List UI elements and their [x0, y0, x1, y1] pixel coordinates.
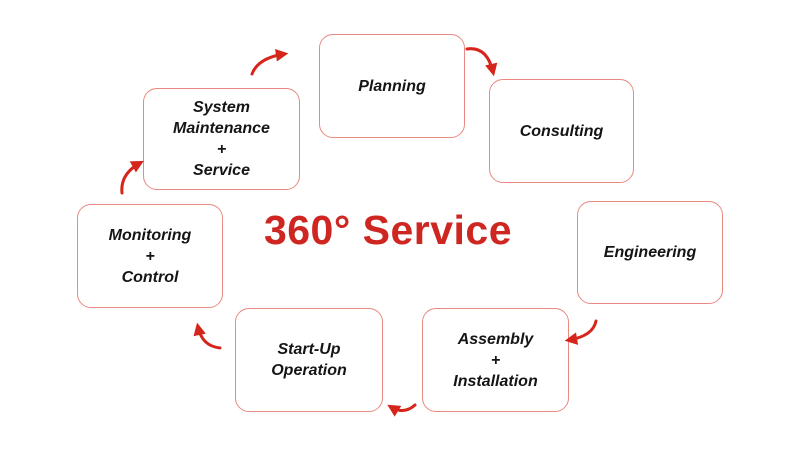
step-label: Operation: [271, 362, 347, 379]
diagram-title: 360° Service: [263, 207, 513, 253]
arrow-startup-to-monitoring-icon: [193, 322, 222, 350]
arrow-planning-to-consulting-icon: [465, 47, 498, 77]
step-label: Control: [121, 268, 179, 286]
arrow-assembly-to-startup-icon: [387, 403, 417, 417]
step-box-engineering: Engineering: [577, 201, 723, 304]
step-box-startup-operation: Start-Up Operation: [235, 308, 383, 412]
step-label: Service: [193, 162, 250, 179]
step-box-monitoring-control: Monitoring + Control: [77, 204, 223, 308]
step-label-plus: +: [145, 247, 155, 265]
step-label: Monitoring: [108, 226, 192, 244]
arrow-engineering-to-assembly-icon: [564, 319, 598, 345]
step-label: Start-Up: [277, 341, 341, 358]
step-label: Engineering: [603, 244, 697, 261]
step-label: Consulting: [519, 122, 604, 140]
step-box-planning: Planning: [319, 34, 465, 138]
step-box-system-maintenance-service: System Maintenance + Service: [143, 88, 300, 190]
step-box-assembly-installation: Assembly + Installation: [422, 308, 569, 412]
step-label-plus: +: [216, 141, 227, 158]
step-label: System Maintenance: [173, 99, 270, 137]
step-box-consulting: Consulting: [489, 79, 634, 183]
arrow-maintenance-to-planning-icon: [250, 49, 289, 76]
arrow-monitoring-to-maintenance-icon: [120, 160, 144, 195]
step-label: Planning: [358, 77, 426, 95]
step-label-plus: +: [490, 351, 501, 369]
step-label: Assembly: [457, 330, 534, 348]
step-label: Installation: [453, 372, 538, 390]
